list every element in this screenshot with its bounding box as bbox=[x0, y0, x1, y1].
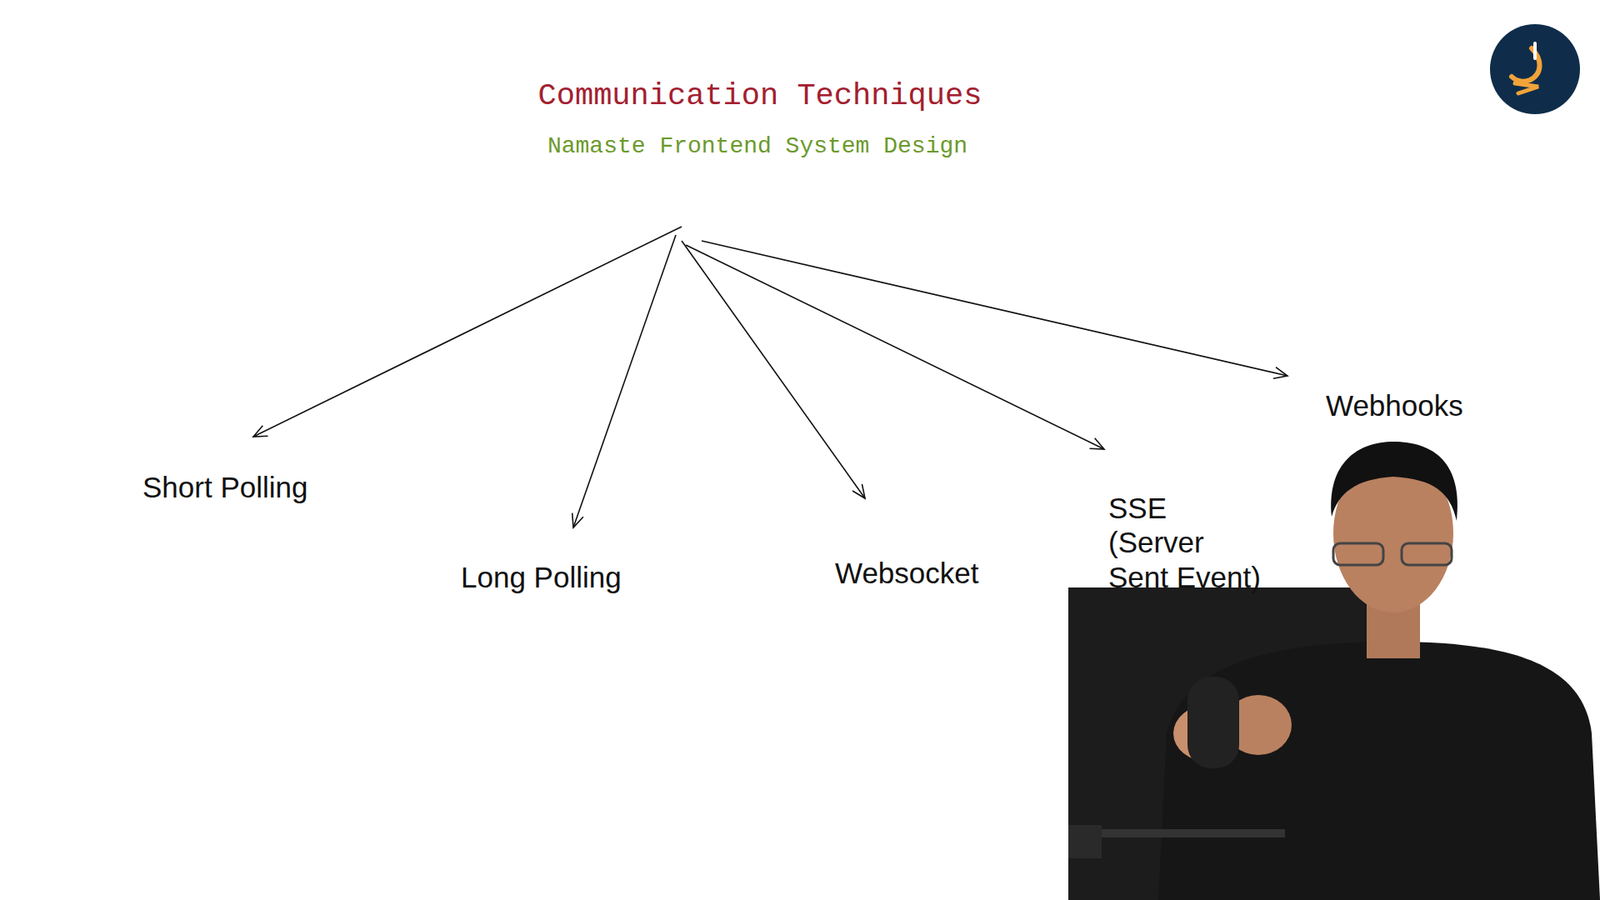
branch-arrows bbox=[253, 226, 1288, 528]
branch-arrow bbox=[685, 245, 1105, 450]
technique-label: Long Polling bbox=[460, 560, 622, 595]
branch-arrow bbox=[573, 235, 676, 528]
subtitle: Namaste Frontend System Design bbox=[547, 133, 968, 160]
branch-arrow bbox=[681, 240, 865, 499]
technique-label: Short Polling bbox=[142, 470, 308, 505]
branch-arrow bbox=[701, 240, 1288, 376]
technique-label: Webhooks bbox=[1325, 388, 1464, 423]
technique-label: SSE (Server Sent Event) bbox=[1108, 490, 1266, 595]
channel-logo bbox=[1490, 24, 1580, 115]
presenter-figure bbox=[1068, 441, 1600, 900]
branch-arrow bbox=[253, 226, 682, 437]
diagram-title: Communication Techniques bbox=[538, 78, 983, 114]
technique-label: Websocket bbox=[835, 555, 980, 590]
